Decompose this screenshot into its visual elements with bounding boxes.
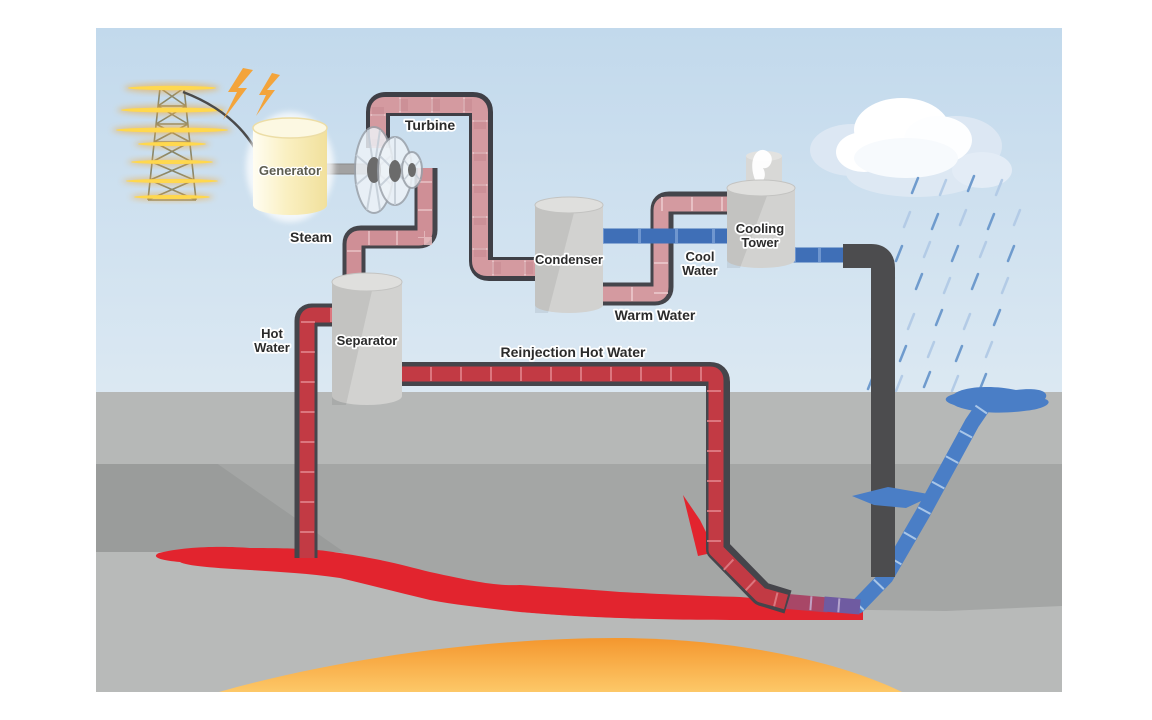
label-steam: Steam <box>290 229 332 245</box>
diagram-labels: Turbine Generator Steam Hot Water Separa… <box>252 115 786 362</box>
reinjection-pipe <box>400 362 792 614</box>
turbine-fans <box>354 126 423 214</box>
steam-pipe <box>342 168 438 280</box>
groundwater-stream <box>850 396 993 614</box>
cooling-tower-tank <box>726 149 796 268</box>
label-generator: Generator <box>259 163 321 178</box>
label-hot-water-1: Hot <box>261 326 283 341</box>
cooling-tower-steam <box>752 149 772 183</box>
label-reinjection: Reinjection Hot Water <box>501 344 646 360</box>
diagram-svg: Turbine Generator Steam Hot Water Separa… <box>96 28 1062 692</box>
ground-dark-wedge <box>96 435 344 552</box>
hot-water-pipe <box>294 303 332 559</box>
label-turbine: Turbine <box>405 117 456 133</box>
label-cool-water-2: Water <box>682 263 718 278</box>
warm-water-pipe <box>601 191 729 306</box>
label-warm-water: Warm Water <box>615 307 696 323</box>
label-separator: Separator <box>337 333 398 348</box>
label-cooling-tower-2: Tower <box>741 235 778 250</box>
magma <box>219 638 902 692</box>
turbine-steam-pipe <box>366 92 537 281</box>
surface-puddle <box>945 386 1049 413</box>
label-hot-water-2: Water <box>254 340 290 355</box>
generator-tank <box>246 112 334 222</box>
groundwater-lens <box>852 487 934 508</box>
transmission-tower-icon <box>112 83 232 201</box>
label-condenser: Condenser <box>535 252 603 267</box>
separator-tank <box>331 272 403 405</box>
condenser-tank <box>534 196 604 313</box>
tower-crossarms <box>112 83 232 201</box>
reinjection-transition <box>781 593 861 615</box>
fan-disc-small <box>401 151 423 189</box>
label-cool-water-1: Cool <box>686 249 715 264</box>
label-cooling-tower-1: Cooling <box>736 221 784 236</box>
lightning-icon <box>223 68 280 120</box>
geothermal-diagram: Turbine Generator Steam Hot Water Separa… <box>96 28 1062 692</box>
return-water-pipe <box>843 244 895 577</box>
cool-water-pipe <box>601 228 852 263</box>
rain-cloud-icon <box>810 98 1012 197</box>
